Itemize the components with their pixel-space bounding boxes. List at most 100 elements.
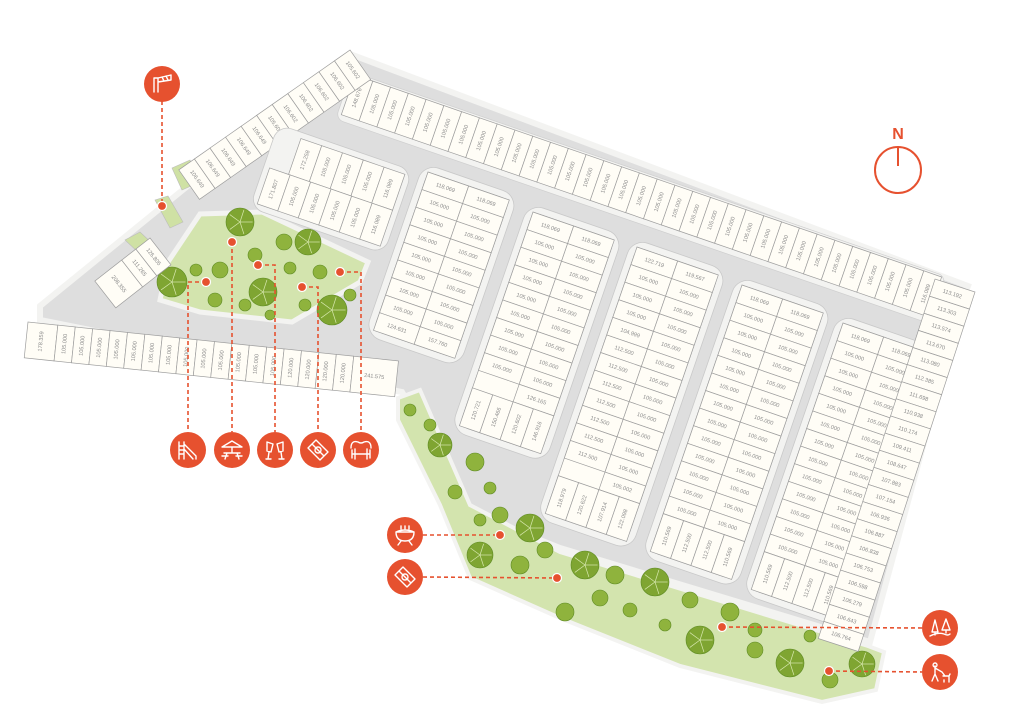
lot[interactable]: 105.000 bbox=[640, 348, 689, 381]
amenity-badge[interactable] bbox=[922, 610, 958, 646]
amenity-badge[interactable] bbox=[922, 654, 958, 690]
lot[interactable]: 112.500 bbox=[670, 520, 705, 566]
sports-court-icon[interactable] bbox=[387, 559, 423, 595]
lot-parcel[interactable] bbox=[349, 355, 399, 398]
lot[interactable]: 105.000 bbox=[297, 181, 332, 226]
lot[interactable]: 105.000 bbox=[674, 460, 723, 493]
lot[interactable]: 105.000 bbox=[123, 332, 146, 371]
lot[interactable]: 116.089 bbox=[359, 202, 394, 247]
amenity-badge[interactable] bbox=[170, 432, 206, 468]
lot[interactable]: 111.265 bbox=[121, 248, 158, 288]
lot[interactable]: 105.000 bbox=[308, 145, 343, 190]
lot[interactable]: 105.000 bbox=[646, 330, 695, 364]
lot[interactable]: 112.500 bbox=[771, 558, 806, 604]
lot[interactable]: 105.000 bbox=[450, 220, 498, 254]
lot[interactable]: 105.000 bbox=[612, 299, 660, 332]
lot[interactable]: 105.000 bbox=[729, 302, 778, 335]
lot[interactable]: 178.359 bbox=[23, 321, 59, 362]
lot[interactable]: 105.000 bbox=[727, 439, 776, 472]
lot[interactable]: 105.000 bbox=[318, 188, 353, 233]
lot[interactable]: 118.069 bbox=[567, 225, 615, 259]
lot[interactable]: 105.000 bbox=[703, 509, 752, 543]
lot[interactable]: 122.719 bbox=[630, 246, 679, 280]
amenity-location-dot[interactable] bbox=[551, 572, 563, 584]
lot[interactable]: 105.000 bbox=[496, 299, 544, 332]
lot[interactable]: 105.000 bbox=[447, 111, 480, 159]
lot[interactable]: 105.000 bbox=[643, 178, 676, 226]
amenity-location-dot[interactable] bbox=[252, 259, 264, 271]
lot[interactable]: 105.000 bbox=[624, 264, 673, 297]
lot[interactable]: 105.000 bbox=[696, 196, 729, 244]
nature-trail-icon[interactable] bbox=[922, 610, 958, 646]
lot[interactable]: 105.000 bbox=[749, 215, 783, 263]
lot[interactable]: 241.575 bbox=[349, 355, 399, 398]
lot[interactable]: 105.000 bbox=[140, 333, 163, 373]
lot[interactable]: 118.979 bbox=[544, 475, 580, 521]
lot[interactable]: 120.602 bbox=[499, 401, 534, 448]
lot[interactable]: 105.000 bbox=[437, 255, 486, 289]
lot[interactable]: 105.000 bbox=[542, 295, 591, 329]
party-toast-icon[interactable] bbox=[257, 432, 293, 468]
lot[interactable]: 126.165 bbox=[512, 383, 561, 417]
gate-barrier-icon[interactable] bbox=[144, 66, 180, 102]
lot[interactable]: 105.000 bbox=[709, 492, 758, 525]
lot[interactable]: 208.355 bbox=[94, 259, 144, 309]
amenity-badge[interactable] bbox=[387, 517, 423, 553]
lot[interactable]: 112.500 bbox=[690, 527, 725, 573]
lot[interactable]: 146.916 bbox=[519, 408, 555, 455]
lot[interactable]: 105.000 bbox=[71, 326, 94, 365]
lot[interactable]: 105.000 bbox=[431, 273, 480, 306]
lot[interactable]: 110.569 bbox=[710, 534, 746, 580]
lot[interactable]: 105.000 bbox=[524, 348, 573, 382]
lot[interactable]: 105.000 bbox=[411, 99, 445, 146]
lot[interactable]: 105.000 bbox=[456, 203, 504, 236]
sports-court-icon[interactable] bbox=[300, 432, 336, 468]
amenity-location-dot[interactable] bbox=[334, 266, 346, 278]
pet-walk-icon[interactable] bbox=[922, 654, 958, 690]
lot[interactable]: 105.000 bbox=[329, 152, 364, 197]
lot-parcel[interactable] bbox=[519, 408, 555, 455]
lot[interactable]: 105.000 bbox=[338, 195, 373, 240]
lot-parcel[interactable] bbox=[359, 202, 394, 247]
amenity-badge[interactable] bbox=[144, 66, 180, 102]
lot[interactable]: 157.760 bbox=[413, 326, 462, 359]
lot[interactable]: 120.622 bbox=[565, 482, 600, 528]
lot[interactable]: 112.500 bbox=[791, 565, 826, 611]
lot[interactable]: 105.000 bbox=[530, 331, 579, 364]
lot[interactable]: 105.000 bbox=[478, 352, 526, 385]
lot[interactable]: 105.000 bbox=[465, 117, 498, 165]
gym-dumbbell-icon[interactable] bbox=[343, 432, 379, 468]
lot-parcel[interactable] bbox=[413, 326, 462, 359]
lot[interactable]: 105.000 bbox=[717, 337, 765, 370]
lot[interactable]: 105.000 bbox=[830, 340, 879, 373]
lot[interactable]: 105.000 bbox=[824, 357, 872, 391]
lot[interactable]: 106.649 bbox=[178, 158, 216, 200]
lot[interactable]: 105.000 bbox=[555, 260, 603, 294]
lot[interactable]: 105.000 bbox=[660, 184, 694, 232]
amenity-location-dot[interactable] bbox=[296, 281, 308, 293]
lot[interactable]: 106.602 bbox=[287, 82, 325, 124]
lot[interactable]: 110.569 bbox=[750, 551, 786, 597]
lot[interactable]: 105.000 bbox=[891, 264, 925, 312]
lot[interactable]: 105.000 bbox=[715, 474, 764, 507]
amenity-location-dot[interactable] bbox=[200, 276, 212, 288]
lot[interactable]: 106.649 bbox=[225, 125, 263, 168]
lot[interactable]: 105.000 bbox=[665, 278, 713, 311]
amenity-location-dot[interactable] bbox=[716, 621, 728, 633]
lot[interactable]: 119.567 bbox=[671, 260, 719, 294]
lot[interactable]: 105.000 bbox=[429, 105, 463, 152]
lot[interactable]: 105.000 bbox=[764, 333, 812, 367]
lot[interactable]: 105.000 bbox=[88, 328, 111, 367]
amenity-location-dot[interactable] bbox=[494, 529, 506, 541]
lot[interactable]: 105.000 bbox=[820, 239, 854, 287]
lot[interactable]: 105.000 bbox=[652, 313, 701, 346]
lot[interactable]: 105.000 bbox=[856, 252, 889, 299]
amenity-badge[interactable] bbox=[257, 432, 293, 468]
lot[interactable]: 105.000 bbox=[403, 224, 451, 257]
lot[interactable]: 106.602 bbox=[302, 71, 341, 113]
lot[interactable]: 105.000 bbox=[520, 229, 569, 262]
lot-parcel[interactable] bbox=[605, 496, 641, 542]
lot[interactable]: 116.089 bbox=[371, 166, 406, 211]
lot[interactable]: 105.000 bbox=[419, 308, 468, 342]
